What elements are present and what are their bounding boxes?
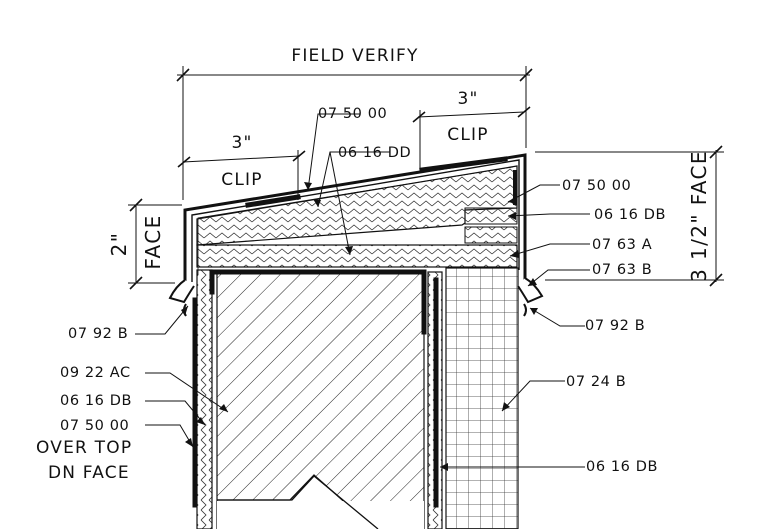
callout-right-sealant: 07 92 B — [585, 318, 645, 334]
right-drip — [517, 277, 544, 304]
coping-cap — [183, 153, 527, 285]
left-membrane-line — [209, 269, 427, 335]
callout-left-note-2: DN FACE — [48, 463, 130, 483]
callout-left-board: 09 22 AC — [60, 365, 131, 381]
left-face-text: FACE — [141, 214, 165, 269]
right-clip-value: 3" — [457, 89, 478, 109]
callout-right-blocking: 06 16 DB — [594, 207, 666, 223]
callout-right-cap-a: 07 63 A — [592, 237, 652, 253]
callout-right-panel: 07 24 B — [566, 374, 626, 390]
right-clip-text: CLIP — [447, 125, 488, 145]
callout-left-note-1: OVER TOP — [36, 438, 132, 458]
callout-left-sheathing: 06 16 DB — [60, 393, 132, 409]
callout-right-cap-b: 07 63 B — [592, 262, 652, 278]
callout-right-membrane: 07 50 00 — [562, 178, 631, 194]
clip-right-mark — [419, 156, 508, 173]
top-plate — [196, 244, 518, 268]
leader-arrows — [181, 182, 538, 471]
left-drip — [168, 279, 195, 304]
right-sealant — [523, 303, 527, 317]
left-clip-value: 3" — [231, 133, 252, 153]
left-face-value: 2" — [107, 232, 131, 257]
clip-left-mark — [245, 194, 301, 208]
callout-left-membrane: 07 50 00 — [60, 418, 129, 434]
shim-lower — [464, 226, 518, 244]
right-face-dimension: 3 1/2" FACE — [687, 150, 711, 282]
callout-top-blocking: 06 16 DD — [338, 145, 411, 161]
callout-top-membrane: 07 50 00 — [318, 106, 387, 122]
callout-left-sealant: 07 92 B — [68, 326, 128, 342]
coping-membrane-inner — [197, 166, 514, 275]
insulation-panel — [445, 267, 519, 529]
left-clip-text: CLIP — [221, 170, 262, 190]
callout-right-sheathing: 06 16 DB — [586, 459, 658, 475]
overall-dimension: FIELD VERIFY — [291, 46, 418, 66]
